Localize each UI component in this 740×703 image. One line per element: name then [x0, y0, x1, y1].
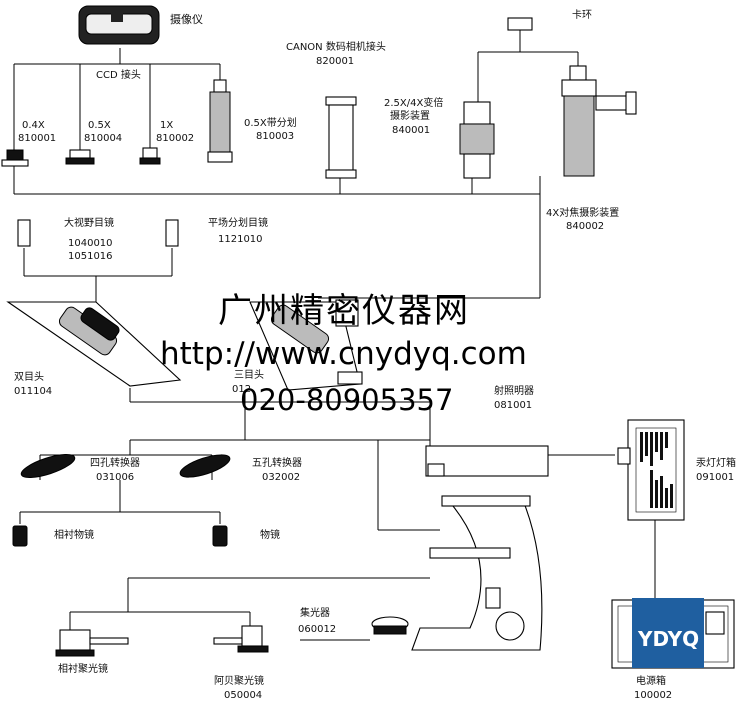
adapter-04x-label: 0.4X [22, 120, 45, 131]
abbe-code: 050004 [224, 690, 263, 701]
adapter-04x-code: 810001 [18, 133, 57, 144]
nosepiece4-code: 031006 [96, 472, 135, 483]
canon-adapter-icon [325, 96, 357, 179]
reflect-label: 射照明器 [494, 386, 534, 397]
lamp-code: 091001 [696, 472, 735, 483]
condenser-code: 060012 [298, 624, 337, 635]
reticle-eyepiece-icon [165, 219, 179, 247]
binocular-code: 011104 [14, 386, 53, 397]
adapter-1x-code: 810002 [156, 133, 195, 144]
binocular-label: 双目头 [14, 372, 44, 383]
four-hole-nosepiece-icon [20, 453, 76, 479]
zoom-code: 840001 [392, 125, 431, 136]
trinocular-label: 三目头 [234, 370, 264, 381]
nosepiece5-label: 五孔转换器 [252, 458, 302, 469]
objective-label: 物镜 [260, 530, 280, 541]
focus-photo-device-icon [561, 65, 637, 177]
power-label: 电源箱 [636, 676, 666, 687]
focus-label: 4X对焦摄影装置 [546, 208, 620, 219]
connector-lines [13, 30, 656, 641]
abbe-label: 阿贝聚光镜 [214, 676, 264, 687]
canon-code: 820001 [316, 56, 355, 67]
camera-label: 摄像仪 [170, 13, 203, 26]
ccd-label: CCD 接头 [96, 70, 141, 81]
zoom-label-2: 摄影装置 [390, 111, 430, 122]
adapter-reticle-label: 0.5X带分划 [244, 118, 297, 129]
microscope-stand-icon [411, 445, 549, 651]
condenser-label: 集光器 [300, 608, 330, 619]
phase-condenser-icon [55, 629, 129, 657]
nosepiece4-label: 四孔转换器 [90, 458, 140, 469]
watermark-line-1: 广州精密仪器网 [218, 291, 470, 331]
focus-code: 840002 [566, 221, 605, 232]
condenser-icon [371, 616, 409, 635]
reflect-code: 081001 [494, 400, 533, 411]
watermark-line-3: 020-80905357 [240, 383, 454, 417]
wide-eyepiece-label: 大视野目镜 [64, 218, 114, 229]
nosepiece5-code: 032002 [262, 472, 301, 483]
zoom-label-1: 2.5X/4X变倍 [384, 98, 444, 109]
lamp-label: 汞灯灯箱 [696, 458, 736, 469]
adapter-05x-code: 810004 [84, 133, 123, 144]
power-supply-box-icon [611, 598, 735, 669]
wide-eyepiece-code-2: 1051016 [68, 251, 113, 262]
zoom-photo-device-icon [459, 101, 495, 179]
power-code: 100002 [634, 690, 673, 701]
clamp-ring-icon [507, 17, 533, 31]
trinocular-code: 012 [232, 384, 252, 395]
wide-field-eyepiece-icon [17, 219, 31, 247]
objective-icon [212, 525, 228, 547]
adapter-05x-icon [65, 149, 95, 165]
adapter-reticle-code: 810003 [256, 131, 295, 142]
trinocular-head-icon [249, 299, 363, 391]
flat-eyepiece-code: 1121010 [218, 234, 263, 245]
mercury-lamp-housing-icon [617, 419, 685, 521]
phase-objective-label: 相衬物镜 [54, 530, 94, 541]
phase-condenser-label: 相衬聚光镜 [58, 664, 108, 675]
binocular-head-icon [6, 301, 182, 387]
adapter-1x-label: 1X [160, 120, 174, 131]
flat-eyepiece-label: 平场分划目镜 [208, 218, 268, 229]
camera-body [78, 5, 160, 45]
adapter-05x-label: 0.5X [88, 120, 111, 131]
adapter-1x-icon [139, 147, 161, 165]
abbe-condenser-icon [213, 625, 269, 653]
adapter-04x-icon [1, 149, 29, 167]
ydyq-logo: YDYQ [638, 627, 700, 651]
phase-objective-icon [12, 525, 28, 547]
watermark-line-2: http://www.cnydyq.com [160, 336, 527, 372]
canon-label: CANON 数码相机接头 [286, 42, 386, 53]
five-hole-nosepiece-icon [179, 454, 231, 478]
wide-eyepiece-code-1: 1040010 [68, 238, 113, 249]
clamp-label: 卡环 [572, 10, 592, 21]
adapter-05x-reticle-icon [207, 79, 233, 163]
